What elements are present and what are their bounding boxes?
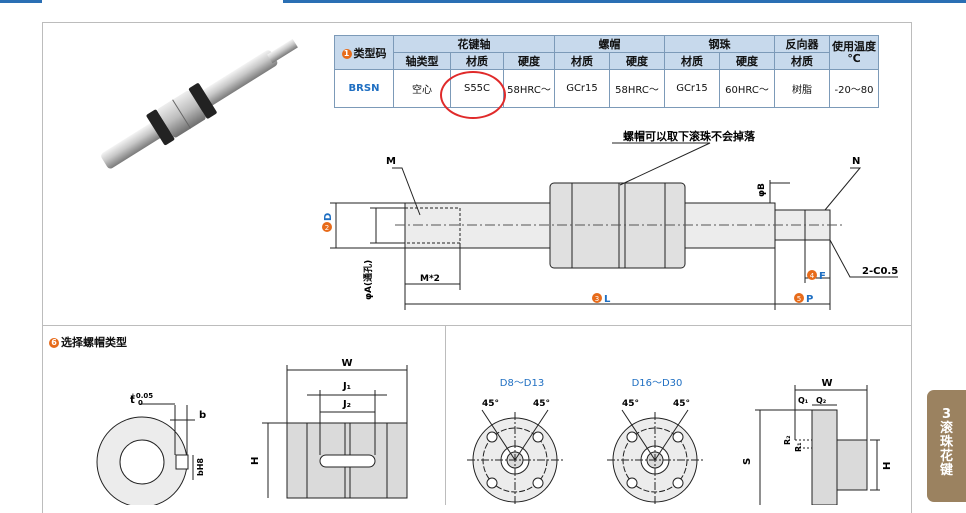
range-d8-d13: D8～D13	[500, 378, 545, 389]
tolerance-upper: +0.05	[130, 392, 153, 400]
shaft-type-header: 轴类型	[393, 52, 451, 70]
side-tab-char-3: 珠	[939, 435, 953, 450]
product-photo	[101, 38, 298, 169]
cell-shaft-material: S55C	[450, 69, 504, 108]
badge-2	[322, 222, 332, 232]
range-d16-d30: D16～D30	[632, 378, 683, 389]
label-p: P	[806, 294, 813, 305]
shaft-hardness-header: 硬度	[503, 52, 555, 70]
badge-5	[794, 293, 804, 303]
cell-shaft-hardness: 58HRC～	[503, 69, 555, 108]
svg-text:3: 3	[595, 295, 599, 303]
q1-label: Q₁	[798, 396, 809, 405]
side-tab-char-5: 键	[939, 463, 953, 478]
bh8-label: bH8	[196, 458, 205, 476]
svg-text:2: 2	[325, 224, 329, 232]
label-f: F	[819, 271, 826, 282]
phi-b: φB	[757, 183, 767, 197]
side-tab-char-4: 花	[939, 449, 953, 464]
cell-temp-range: -20～80	[829, 69, 879, 108]
badge-6: 6	[49, 338, 59, 348]
label-m: M	[386, 156, 396, 167]
chamfer-label: 2-C0.5	[862, 266, 898, 277]
nut-note: 螺帽可以取下滚珠不会掉落	[623, 129, 756, 143]
top-rule-right	[283, 0, 966, 3]
t-label: t	[130, 395, 135, 406]
j1-label: J₁	[342, 381, 351, 392]
q2-label: Q₂	[816, 396, 827, 405]
nut-header: 螺帽	[554, 35, 665, 53]
top-rule-left	[0, 0, 42, 3]
j2-label: J₂	[342, 399, 351, 410]
badge-3	[592, 293, 602, 303]
drawing-frame	[42, 22, 912, 513]
section-vertical-divider	[445, 325, 446, 505]
nut-material-header: 材质	[554, 52, 610, 70]
angle-45-3: 45°	[622, 399, 639, 409]
table-row: BRSN 空心 S55C 58HRC～ GCr15 58HRC～ GCr15 6…	[334, 69, 879, 108]
reverser-header: 反向器	[774, 35, 830, 53]
angle-45-1: 45°	[482, 399, 499, 409]
label-l: L	[604, 294, 611, 305]
m2-label: M*2	[420, 274, 440, 284]
side-tab-char-1: 3	[941, 407, 952, 422]
phi-a: φA(通孔)	[362, 260, 374, 300]
steel-ball-header: 钢珠	[664, 35, 775, 53]
angle-45-4: 45°	[673, 399, 690, 409]
w-label: W	[341, 358, 352, 369]
reverser-material-header: 材质	[774, 52, 830, 70]
label-d: D	[323, 213, 334, 221]
r2-label: R₂	[783, 435, 792, 445]
cell-code: BRSN	[334, 69, 394, 108]
w2-label: W	[821, 378, 832, 389]
h-label: H	[250, 457, 261, 465]
shaft-material-header: 材质	[450, 52, 504, 70]
side-tab-char-2: 滚	[939, 421, 953, 436]
nut-hardness-header: 硬度	[609, 52, 665, 70]
svg-text:4: 4	[810, 272, 815, 280]
svg-text:5: 5	[797, 295, 801, 303]
shaft-drawing: M N 螺帽可以取下滚珠不会掉落 φB 2 D φA(通孔) M*2 4 F 2…	[322, 129, 898, 310]
angle-45-2: 45°	[533, 399, 550, 409]
badge-1: 1	[341, 48, 352, 59]
temp-header: 使用温度℃	[829, 35, 879, 70]
s-label: S	[742, 458, 753, 465]
cell-nut-material: GCr15	[554, 69, 610, 108]
chapter-side-tab[interactable]: 3 滚 珠 花 键	[927, 390, 966, 502]
label-n: N	[852, 156, 860, 167]
nut-type-drawings: +0.05 t 0 b bH8 W J₁ J₂ H D8～D13 D16～D30…	[96, 358, 893, 505]
h2-label: H	[882, 462, 893, 470]
b-label: b	[199, 410, 206, 421]
r1-label: R₁	[794, 442, 803, 452]
badge-4	[807, 270, 817, 280]
tolerance-lower: 0	[138, 399, 143, 407]
section-divider	[42, 325, 911, 326]
